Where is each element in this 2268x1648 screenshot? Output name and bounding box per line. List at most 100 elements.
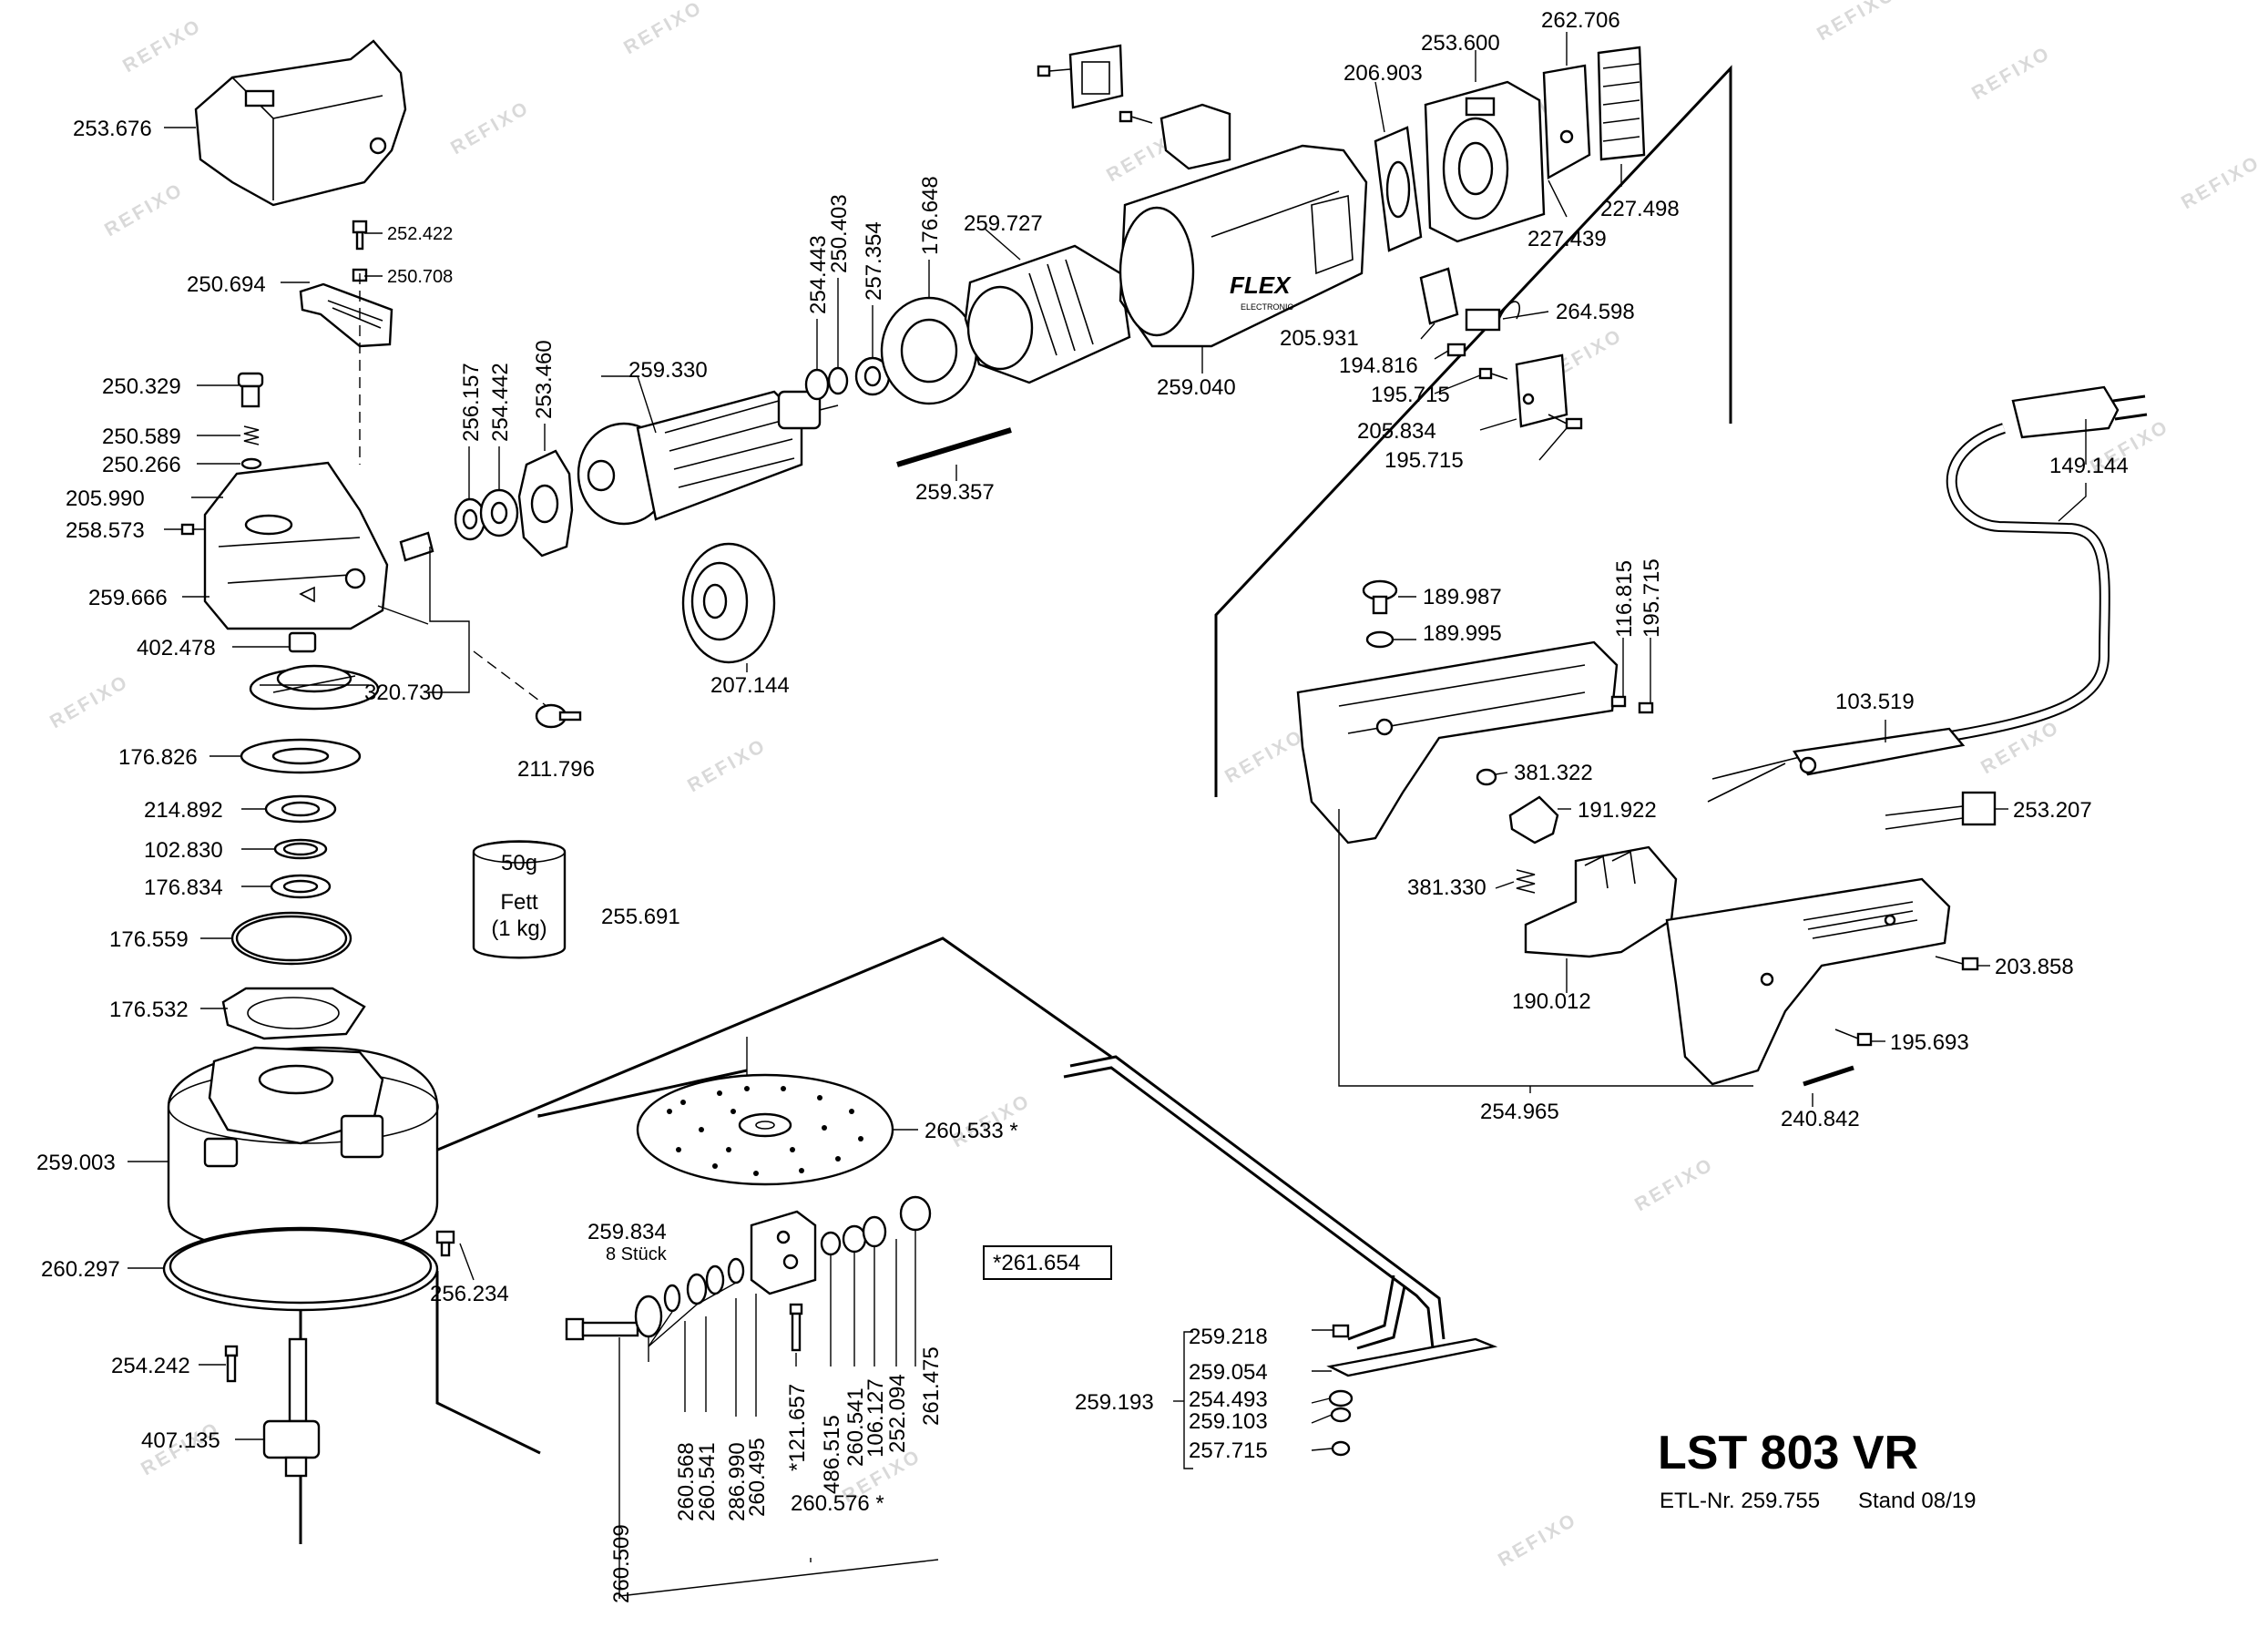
label-250266: 250.266 [102, 453, 181, 477]
label-262706: 262.706 [1541, 8, 1620, 33]
label-254242: 254.242 [111, 1354, 190, 1378]
screw-121657 [789, 1303, 803, 1352]
bearing-214892 [264, 794, 337, 824]
label-195693: 195.693 [1890, 1030, 1969, 1055]
brush-cap-205834 [1515, 353, 1568, 428]
power-cable-149144 [1707, 385, 2148, 803]
pin-240842 [1803, 1065, 1854, 1087]
label-259834: 259.834 [587, 1220, 667, 1244]
baffle-176648 [880, 296, 978, 405]
filter-227498 [1597, 46, 1646, 161]
lever-191922 [1508, 795, 1559, 844]
label-176834: 176.834 [144, 875, 223, 900]
label-205834: 205.834 [1357, 419, 1436, 444]
watermark: REFIXO [46, 670, 133, 732]
ring-250403 [827, 366, 849, 395]
grease-quantity: (1 kg) [491, 916, 547, 941]
label-259193: 259.193 [1075, 1390, 1154, 1415]
label-259218: 259.218 [1189, 1325, 1268, 1349]
label-264598: 264.598 [1556, 300, 1635, 324]
gasket-206903 [1374, 126, 1423, 252]
label-259666: 259.666 [88, 586, 168, 610]
label-176532: 176.532 [109, 998, 189, 1022]
label-189995: 189.995 [1423, 621, 1502, 646]
ring-250266 [240, 457, 262, 470]
screw-203858 [1935, 956, 1979, 971]
bearing-256157 [454, 497, 486, 541]
block-486515 [750, 1210, 817, 1295]
watermark: REFIXO [119, 15, 206, 77]
bearing-402478 [288, 631, 317, 653]
stand-bracket [1063, 1055, 1498, 1377]
label-407135: 407.135 [141, 1428, 220, 1453]
handle-half-right-254965 [1665, 877, 1951, 1086]
end-cap-253600 [1424, 80, 1546, 243]
watermark: REFIXO [447, 97, 534, 159]
bearing-254442 [479, 488, 519, 537]
boxed-label-text: *261.654 [993, 1251, 1080, 1275]
brush-holder-205931 [1419, 267, 1459, 325]
perforated-disc-260533 [636, 1073, 894, 1186]
label-102830: 102.830 [144, 838, 223, 863]
label-106127: 106.127 [863, 1378, 888, 1458]
switch-cover-top [1037, 44, 1124, 109]
label-203858: 203.858 [1995, 955, 2074, 979]
label-259003: 259.003 [36, 1151, 116, 1175]
pinion-small-259666 [399, 531, 434, 562]
label-254965: 254.965 [1480, 1100, 1559, 1124]
watermark: REFIXO [1968, 42, 2055, 104]
watermark: REFIXO [1221, 725, 1308, 787]
handle-half-left [1296, 640, 1619, 844]
label-260297: 260.297 [41, 1257, 120, 1282]
label-258573: 258.573 [66, 518, 145, 543]
label-206903: 206.903 [1343, 61, 1423, 86]
fan-207144 [681, 542, 776, 664]
bearings-right-group [820, 1195, 932, 1256]
bolt-260509 [565, 1317, 639, 1341]
washer-176826 [240, 738, 362, 774]
label-261475: 261.475 [919, 1346, 944, 1426]
label-195715b: 195.715 [1384, 448, 1464, 473]
label-259727: 259.727 [964, 211, 1043, 236]
carbon-brush-264598 [1465, 301, 1521, 332]
watermark: REFIXO [2178, 151, 2264, 213]
label-252422: 252.422 [387, 224, 453, 244]
label-260576: 260.576 * [791, 1491, 884, 1516]
leader-lines [128, 32, 2087, 1599]
ring-260297 [162, 1226, 439, 1312]
label-195715c: 195.715 [1640, 558, 1664, 638]
rod-259357 [896, 427, 1012, 467]
label-381330: 381.330 [1407, 875, 1486, 900]
label-286990: 286.990 [725, 1442, 750, 1521]
label-486515: 486.515 [820, 1415, 844, 1494]
label-227498: 227.498 [1600, 197, 1680, 221]
label-195715a: 195.715 [1371, 383, 1450, 407]
label-194816: 194.816 [1339, 353, 1418, 378]
label-207144: 207.144 [710, 673, 790, 698]
label-240842: 240.842 [1781, 1107, 1860, 1131]
label-214892: 214.892 [144, 798, 223, 823]
spring-381322 [1476, 768, 1497, 786]
label-176559: 176.559 [109, 927, 189, 952]
screw-195715b [1548, 414, 1583, 430]
label-121657: *121.657 [785, 1384, 810, 1471]
label-250589: 250.589 [102, 425, 181, 449]
label-259054: 259.054 [1189, 1360, 1268, 1385]
screw-211796 [535, 703, 582, 729]
button-189987 [1362, 579, 1398, 615]
label-260541a: 260.541 [695, 1442, 720, 1521]
label-250329: 250.329 [102, 374, 181, 399]
label-253207: 253.207 [2013, 798, 2092, 823]
ring-189995 [1365, 630, 1395, 649]
qty-note: 8 Stück [606, 1244, 668, 1264]
watermark: REFIXO [1631, 1153, 1718, 1215]
label-259330: 259.330 [628, 358, 708, 383]
label-149144: 149.144 [2049, 454, 2129, 478]
label-190012: 190.012 [1512, 989, 1591, 1014]
label-260495: 260.495 [745, 1438, 770, 1517]
label-250708: 250.708 [387, 267, 453, 287]
button-250329 [237, 372, 264, 408]
bearing-254443 [804, 368, 830, 401]
stand-date: Stand 08/19 [1858, 1489, 1976, 1513]
title-block: LST 803 VR ETL-Nr. 259.755 Stand 08/19 [1658, 1427, 1976, 1513]
